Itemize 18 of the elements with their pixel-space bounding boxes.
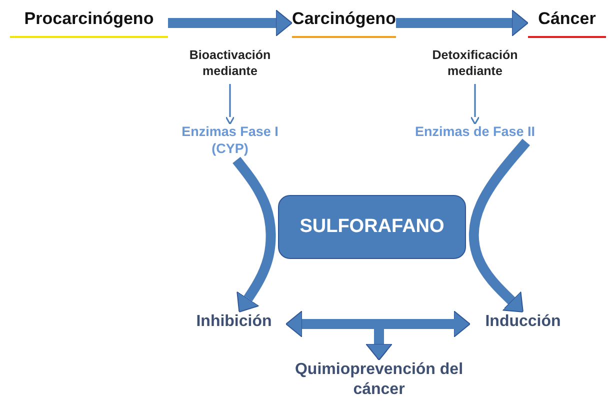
outcome-label: Quimioprevención del cáncer	[290, 360, 468, 406]
enzyme-label: Enzimas de Fase II	[395, 124, 555, 142]
term-label: Carcinógeno	[292, 8, 396, 38]
term-label: Procarcinógeno	[10, 8, 168, 38]
curved-arrow	[232, 156, 276, 312]
block-arrow	[396, 10, 528, 36]
arrow	[225, 84, 235, 125]
effect-label: Inhibición	[182, 312, 286, 336]
term-label: Cáncer	[528, 8, 606, 38]
block-arrow	[168, 10, 292, 36]
process-note: Detoxificación mediante	[405, 48, 545, 84]
compound-box: SULFORAFANO	[278, 195, 466, 259]
curved-arrow	[468, 138, 530, 312]
arrow	[470, 84, 480, 125]
process-note: Bioactivación mediante	[165, 48, 295, 84]
enzyme-label: Enzimas Fase I (CYP)	[165, 124, 295, 160]
block-arrow	[286, 310, 470, 338]
effect-label: Inducción	[470, 312, 576, 336]
